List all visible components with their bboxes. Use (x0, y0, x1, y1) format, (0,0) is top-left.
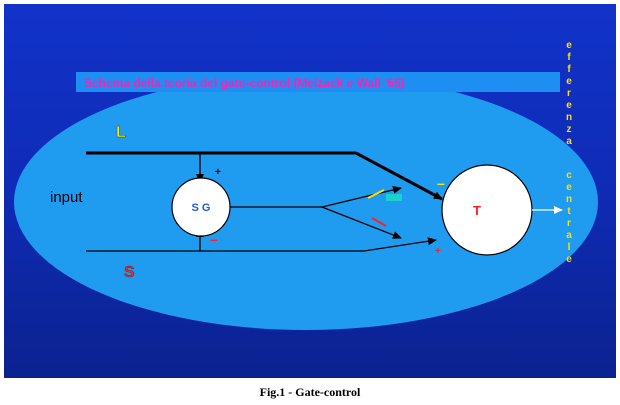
label-S: S (124, 264, 135, 281)
title-bar (76, 72, 560, 92)
diagram-title: Schema della teoria del gate-control (Me… (84, 76, 405, 90)
SG-to-T-lower-arrow (321, 206, 402, 239)
figure-caption: Fig.1 - Gate-control (259, 385, 361, 399)
small-fiber-to-T-arrow (363, 237, 437, 252)
label-L: L (116, 124, 126, 141)
large-fiber-to-T-arrow (355, 151, 443, 201)
sign-minus-T: – (437, 175, 445, 191)
yellow-mark (367, 189, 385, 199)
label-input: input (50, 189, 83, 206)
vertical-label-centrale: centrale (564, 170, 575, 266)
SG-label: S G (192, 202, 211, 214)
vertical-label-efferenza: efferenza (564, 40, 575, 148)
SG-to-T-upper-arrow (321, 185, 402, 208)
gate-control-diagram: Schema della teoria del gate-control (Me… (14, 40, 598, 330)
sign-minus-SG: – (210, 231, 218, 247)
T-circle (441, 164, 533, 256)
T-label: T (473, 203, 481, 218)
slide-canvas: Schema della teoria del gate-control (Me… (4, 4, 616, 378)
cyan-mark (386, 194, 402, 201)
red-mark (371, 217, 387, 227)
SG-circle (171, 177, 231, 237)
sign-plus-L: + (215, 167, 221, 178)
background-ellipse (14, 74, 598, 330)
sign-plus-S: + (435, 246, 441, 257)
